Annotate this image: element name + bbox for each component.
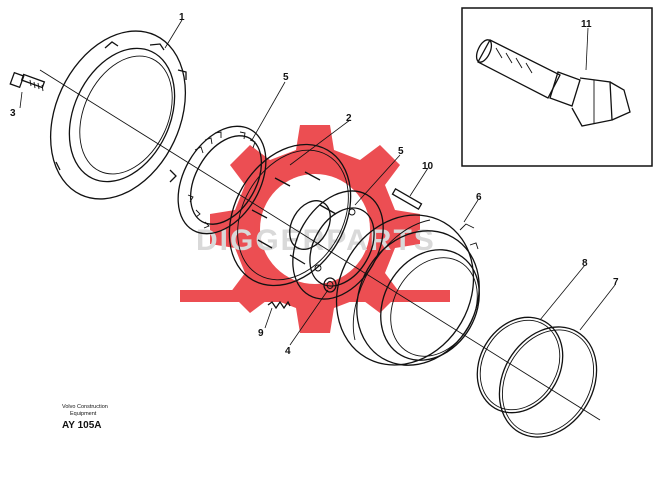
callout-8: 8 <box>582 258 588 269</box>
callout-6: 6 <box>476 192 482 203</box>
footer-drawing-code: AY 105A <box>62 420 101 431</box>
part-5-toothed-ring-left <box>177 125 267 235</box>
callout-7: 7 <box>613 277 619 288</box>
callout-11: 11 <box>581 19 592 30</box>
callout-10: 10 <box>422 161 434 172</box>
watermark-gear-logo <box>180 125 450 333</box>
part-6-piston-housing <box>335 214 480 366</box>
part-4-plug <box>323 277 337 293</box>
part-9-spring <box>267 300 291 310</box>
callout-2: 2 <box>346 113 352 124</box>
callout-1: 1 <box>179 12 185 23</box>
callout-5a: 5 <box>283 72 289 83</box>
part-8-o-ring <box>476 316 564 414</box>
part-3-bolt <box>9 71 46 92</box>
callout-9: 9 <box>258 328 264 339</box>
inset-detail-box <box>461 7 653 167</box>
part-1-outer-ring-plate <box>49 30 187 200</box>
callout-4: 4 <box>285 346 291 357</box>
callout-3: 3 <box>10 108 16 119</box>
part-11-sensor-valve <box>475 39 631 127</box>
callout-5b: 5 <box>398 146 404 157</box>
footer-manufacturer-line1: Volvo Construction <box>62 404 108 410</box>
part-10-pin <box>391 188 423 210</box>
shaft-axis-line <box>39 69 601 421</box>
footer-manufacturer-line2: Equipment <box>70 411 97 417</box>
leader-lines <box>19 19 616 346</box>
part-7-o-ring <box>498 326 598 438</box>
